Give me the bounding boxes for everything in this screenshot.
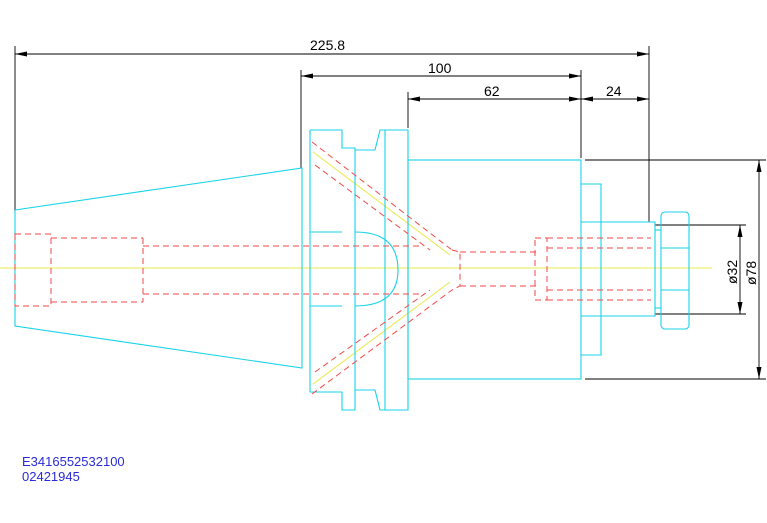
dim-outer-diameter: ø78: [743, 261, 759, 285]
dim-nose-length: 24: [606, 83, 622, 99]
part-code-line-2: 02421945: [22, 469, 80, 484]
dim-flange-to-nose: 100: [428, 60, 452, 76]
dim-inner-diameter: ø32: [724, 260, 740, 284]
hidden-lines: [14, 141, 651, 395]
dim-overall-length: 225.8: [310, 37, 345, 53]
dimension-lines: [14, 46, 766, 380]
tool-holder-outline: [14, 129, 690, 411]
part-code-line-1: E3416552532100: [22, 454, 125, 469]
dim-body-length: 62: [484, 83, 500, 99]
centerline-chamfer-marks: [312, 151, 451, 385]
